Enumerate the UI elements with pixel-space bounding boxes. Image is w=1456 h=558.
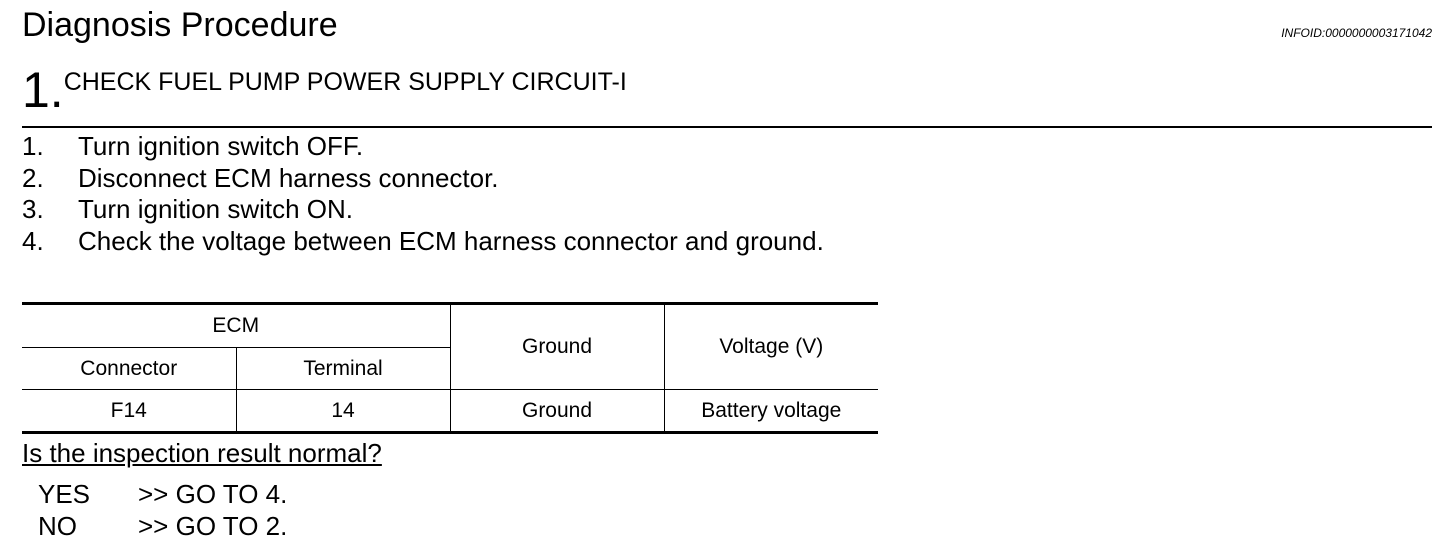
page-title: Diagnosis Procedure bbox=[22, 6, 338, 44]
list-item-text: Turn ignition switch ON. bbox=[78, 194, 354, 224]
info-id: INFOID:0000000003171042 bbox=[1281, 26, 1432, 40]
list-item-number: 2. bbox=[22, 162, 44, 193]
answer-action: >> GO TO 4. bbox=[138, 479, 288, 509]
answer-list: YES >> GO TO 4. NO >> GO TO 2. bbox=[38, 478, 287, 542]
table-header-row: ECM Ground Voltage (V) bbox=[22, 303, 879, 390]
step-heading: 1.CHECK FUEL PUMP POWER SUPPLY CIRCUIT-I bbox=[22, 63, 627, 117]
step-number: 1. bbox=[22, 62, 64, 118]
list-item: 4. Check the voltage between ECM harness … bbox=[22, 226, 824, 258]
header-connector: Connector bbox=[22, 347, 237, 390]
list-item: 3. Turn ignition switch ON. bbox=[22, 194, 824, 226]
answer-key: NO bbox=[38, 511, 77, 541]
list-item: 1. Turn ignition switch OFF. bbox=[22, 131, 824, 163]
section-divider bbox=[22, 126, 1432, 128]
list-item: 2. Disconnect ECM harness connector. bbox=[22, 163, 824, 195]
answer-action: >> GO TO 2. bbox=[138, 511, 288, 541]
inspection-question: Is the inspection result normal? bbox=[22, 438, 382, 468]
header-voltage: Voltage (V) bbox=[663, 303, 879, 390]
list-item-text: Disconnect ECM harness connector. bbox=[78, 162, 499, 193]
step-title: CHECK FUEL PUMP POWER SUPPLY CIRCUIT-I bbox=[63, 68, 627, 96]
list-item-number: 3. bbox=[22, 194, 44, 224]
instruction-list: 1. Turn ignition switch OFF. 2. Disconnect… bbox=[22, 131, 824, 257]
list-item-number: 4. bbox=[22, 225, 44, 256]
table-subheader-row: Connector Terminal bbox=[22, 347, 878, 390]
inspection-table: ECM Ground Voltage (V) Connector Termina… bbox=[22, 302, 879, 434]
cell-ground: Ground bbox=[449, 389, 665, 433]
cell-terminal: 14 bbox=[235, 389, 451, 433]
list-item-number: 1. bbox=[22, 131, 44, 161]
cell-voltage: Battery voltage bbox=[663, 389, 879, 433]
answer-no: NO >> GO TO 2. bbox=[38, 510, 287, 542]
cell-connector: F14 bbox=[22, 389, 237, 433]
header-ecm: ECM bbox=[22, 303, 451, 348]
table-row: F14 14 Ground Battery voltage bbox=[22, 389, 879, 433]
list-item-text: Check the voltage between ECM harness co… bbox=[78, 225, 824, 256]
header-terminal: Terminal bbox=[235, 347, 451, 390]
list-item-text: Turn ignition switch OFF. bbox=[78, 131, 364, 161]
header-ground: Ground bbox=[449, 303, 665, 390]
answer-key: YES bbox=[38, 479, 91, 509]
answer-yes: YES >> GO TO 4. bbox=[38, 478, 287, 510]
